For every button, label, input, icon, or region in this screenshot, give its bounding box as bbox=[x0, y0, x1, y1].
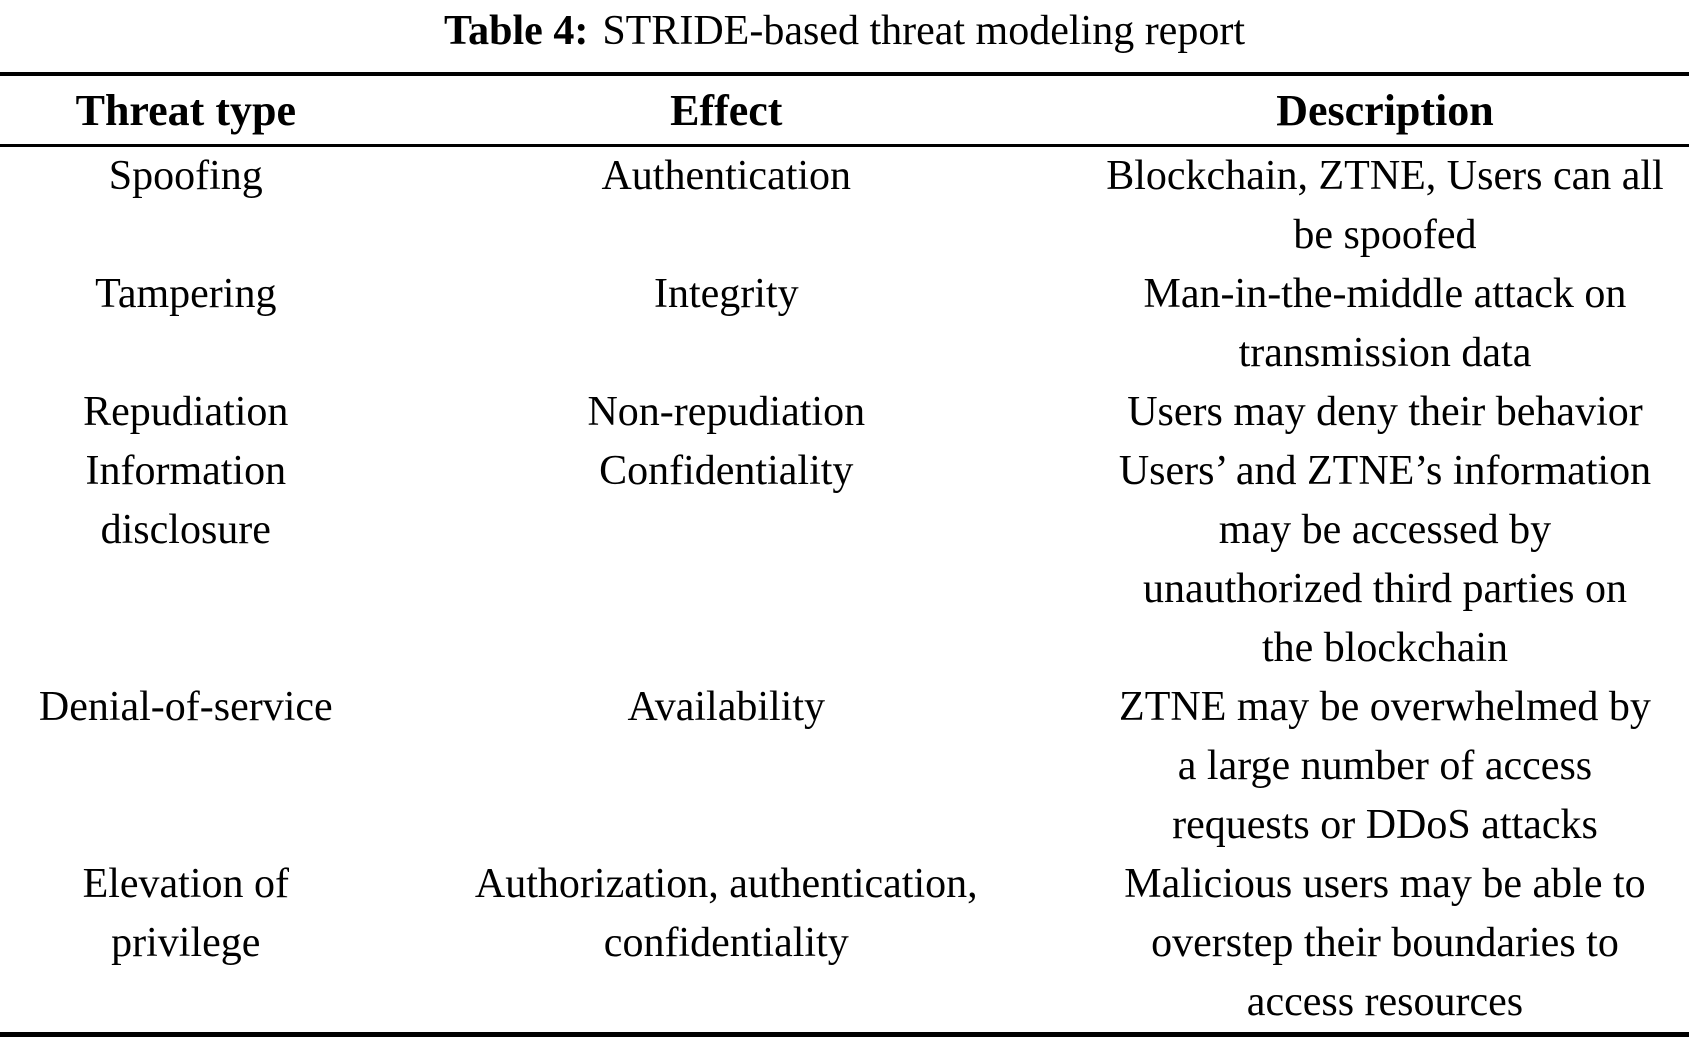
cell-description: ZTNE may be overwhelmed by a large numbe… bbox=[1119, 684, 1651, 848]
table-caption: Table 4: STRIDE-based threat modeling rep… bbox=[0, 8, 1689, 54]
column-header-description: Description bbox=[1080, 74, 1689, 147]
table-caption-label: Table 4: bbox=[444, 8, 589, 54]
table-row: Elevation of privilege Authorization, aut… bbox=[0, 855, 1689, 1035]
column-header-threat-type: Threat type bbox=[0, 74, 372, 147]
cell-description: Malicious users may be able to overstep … bbox=[1124, 861, 1646, 1025]
cell-effect: Authentication bbox=[601, 153, 852, 199]
cell-threat-type: Denial-of-service bbox=[38, 684, 333, 730]
cell-effect: Integrity bbox=[653, 271, 799, 317]
cell-threat-type: Spoofing bbox=[108, 153, 263, 199]
cell-effect: Confidentiality bbox=[599, 448, 854, 494]
cell-effect: Authorization, authentication, confident… bbox=[474, 861, 978, 966]
cell-description: Users may deny their behavior bbox=[1127, 389, 1643, 435]
cell-threat-type: Repudiation bbox=[83, 389, 289, 435]
table-header-row: Threat type Effect Description bbox=[0, 74, 1689, 147]
cell-threat-type: Information disclosure bbox=[85, 448, 287, 553]
cell-description: Blockchain, ZTNE, Users can all be spoof… bbox=[1106, 153, 1664, 258]
table-row: Tampering Integrity Man-in-the-middle atta… bbox=[0, 265, 1689, 383]
table-row: Denial-of-service Availability ZTNE may be… bbox=[0, 678, 1689, 855]
cell-threat-type: Tampering bbox=[95, 271, 277, 317]
cell-effect: Non-repudiation bbox=[587, 389, 866, 435]
cell-effect: Availability bbox=[627, 684, 826, 730]
table-row: Spoofing Authentication Blockchain, ZTNE, … bbox=[0, 146, 1689, 266]
table-body: Spoofing Authentication Blockchain, ZTNE, … bbox=[0, 146, 1689, 1035]
cell-threat-type: Elevation of privilege bbox=[82, 861, 289, 966]
cell-description: Man-in-the-middle attack on transmission… bbox=[1143, 271, 1627, 376]
table-header: Threat type Effect Description bbox=[0, 74, 1689, 147]
table-row: Information disclosure Confidentiality Use… bbox=[0, 442, 1689, 678]
cell-description: Users’ and ZTNE’s information may be acc… bbox=[1118, 448, 1652, 671]
column-header-effect: Effect bbox=[371, 74, 1081, 147]
table-row: Repudiation Non-repudiation Users may deny… bbox=[0, 383, 1689, 442]
table-caption-text: STRIDE-based threat modeling report bbox=[602, 8, 1245, 54]
